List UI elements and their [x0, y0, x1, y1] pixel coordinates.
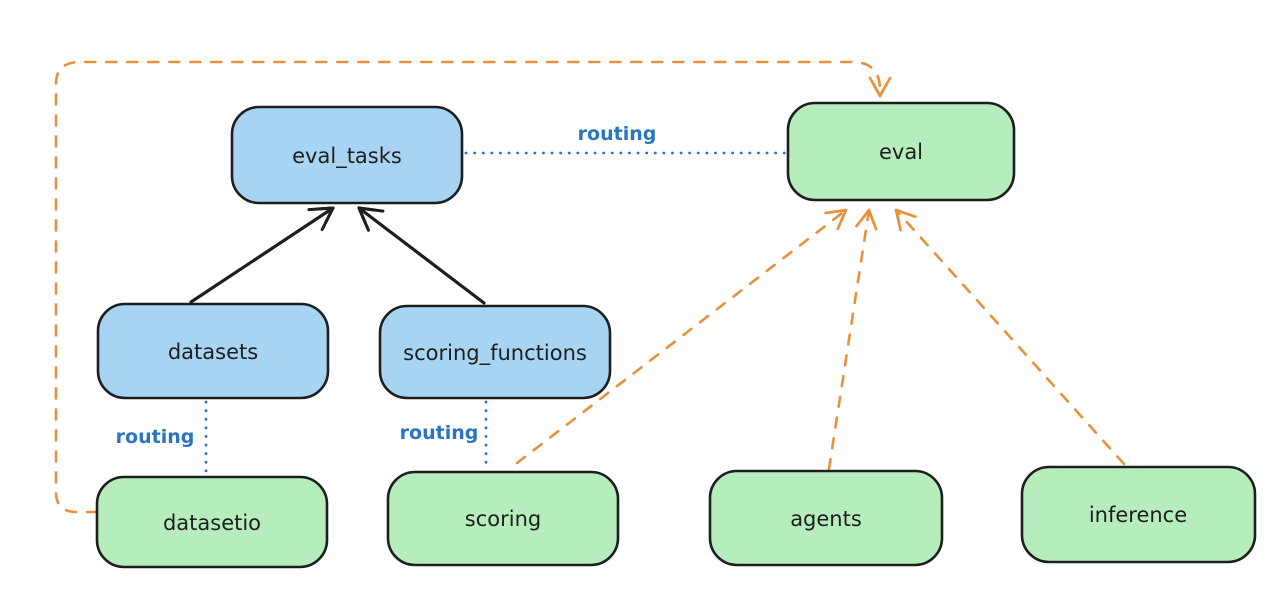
node-datasets-label: datasets: [168, 340, 258, 364]
node-datasetio: datasetio: [95, 475, 329, 569]
node-inference-box: [1020, 465, 1257, 564]
edge-scoring-to-eval-arrow: [515, 208, 848, 465]
edge-inference-to-eval-arrow: [894, 208, 1126, 466]
edge-scoring-functions-to-eval-tasks-arrow: [357, 206, 486, 305]
node-datasetio-label: datasetio: [163, 511, 261, 535]
node-agents-label: agents: [790, 507, 862, 531]
node-datasetio-box: [95, 475, 329, 569]
node-eval-label: eval: [879, 140, 923, 164]
edge-agents-to-eval-arrow: [827, 208, 878, 471]
node-scoring: scoring: [386, 470, 620, 567]
node-datasets: datasets: [96, 302, 330, 400]
routing-label-scoring: routing: [400, 422, 479, 444]
node-scoring-functions: scoring_functions: [378, 304, 612, 400]
routing-label-top: routing: [578, 123, 657, 145]
node-scoring-functions-label: scoring_functions: [403, 341, 587, 366]
node-eval: eval: [786, 101, 1016, 202]
node-eval-box: [786, 101, 1016, 202]
node-scoring-box: [386, 470, 620, 567]
node-eval-tasks: eval_tasks: [230, 105, 464, 205]
edge-datasets-to-eval-tasks-arrow: [189, 206, 335, 304]
node-agents-box: [708, 469, 944, 567]
node-agents: agents: [708, 469, 944, 567]
node-inference-label: inference: [1089, 503, 1187, 527]
node-eval-tasks-label: eval_tasks: [292, 144, 402, 169]
node-scoring-label: scoring: [465, 507, 541, 531]
node-datasets-box: [96, 302, 330, 400]
node-scoring-functions-box: [378, 304, 612, 400]
node-inference: inference: [1020, 465, 1257, 564]
routing-label-datasetio: routing: [116, 426, 195, 448]
edges: [54, 60, 1126, 514]
node-eval-tasks-box: [230, 105, 464, 205]
